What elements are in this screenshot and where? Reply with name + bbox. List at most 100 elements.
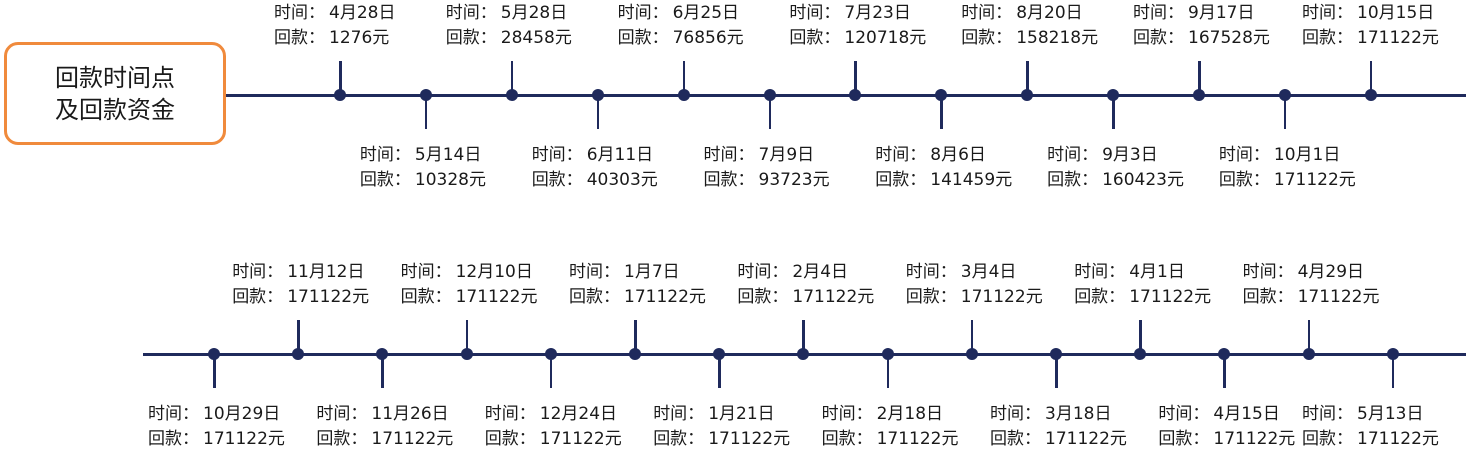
event-tick bbox=[1198, 61, 1201, 95]
event-date: 11月26日 bbox=[371, 404, 449, 424]
event-tick bbox=[424, 95, 428, 129]
event-label: 时间：5月28日回款：28458元 bbox=[446, 1, 606, 51]
time-key: 时间： bbox=[1074, 262, 1126, 282]
event-tick bbox=[465, 320, 469, 354]
event-amount-row: 回款：171122元 bbox=[401, 285, 561, 310]
event-amount: 28458元 bbox=[500, 28, 572, 48]
event-label: 时间：6月25日回款：76856元 bbox=[618, 1, 778, 51]
event-amount-row: 回款：158218元 bbox=[961, 26, 1121, 51]
event-label: 时间：5月14日回款：10328元 bbox=[360, 143, 520, 193]
time-key: 时间： bbox=[484, 404, 536, 424]
event-dot bbox=[460, 348, 473, 360]
event-amount: 171122元 bbox=[1357, 429, 1439, 449]
event-amount: 171122元 bbox=[624, 287, 706, 307]
event-amount: 171122元 bbox=[455, 287, 538, 307]
event-tick bbox=[213, 354, 216, 388]
event-tick bbox=[596, 95, 600, 129]
event-dot bbox=[849, 89, 862, 101]
event-date-row: 时间：5月13日 bbox=[1302, 402, 1462, 427]
time-key: 时间： bbox=[274, 3, 325, 23]
event-dot bbox=[1278, 89, 1291, 101]
event-label: 时间：4月28日回款：1276元 bbox=[274, 1, 434, 51]
event-amount-row: 回款：171122元 bbox=[990, 427, 1150, 452]
event-tick bbox=[854, 61, 857, 95]
event-label: 时间：8月6日回款：141459元 bbox=[875, 143, 1035, 193]
event-date-row: 时间：2月18日 bbox=[822, 402, 982, 427]
amount-key: 回款： bbox=[1133, 28, 1184, 48]
event-tick bbox=[940, 95, 943, 129]
event-date: 2月18日 bbox=[876, 404, 944, 424]
event-dot bbox=[629, 348, 641, 360]
event-dot bbox=[505, 89, 518, 101]
timeline-axis-top bbox=[226, 94, 1466, 97]
event-label: 时间：11月12日回款：171122元 bbox=[232, 260, 392, 310]
event-dot bbox=[419, 89, 432, 101]
event-dot bbox=[292, 348, 305, 360]
event-amount-row: 回款：171122元 bbox=[1243, 285, 1403, 310]
amount-key: 回款： bbox=[445, 28, 497, 48]
event-amount-row: 回款：171122元 bbox=[1219, 168, 1379, 193]
event-date-row: 时间：2月4日 bbox=[737, 260, 897, 285]
event-dot bbox=[797, 348, 810, 360]
event-amount-row: 回款：171122元 bbox=[822, 427, 982, 452]
event-date-row: 时间：4月29日 bbox=[1243, 260, 1403, 285]
event-label: 时间：2月18日回款：171122元 bbox=[822, 402, 982, 452]
event-date-row: 时间：9月3日 bbox=[1047, 143, 1207, 168]
event-label: 时间：3月18日回款：171122元 bbox=[990, 402, 1150, 452]
event-amount-row: 回款：171122元 bbox=[737, 285, 897, 310]
time-key: 时间： bbox=[569, 262, 620, 282]
event-dot bbox=[713, 348, 726, 360]
event-amount: 171122元 bbox=[708, 429, 791, 449]
time-key: 时间： bbox=[905, 262, 957, 282]
amount-key: 回款： bbox=[316, 429, 368, 449]
amount-key: 回款： bbox=[1242, 287, 1294, 307]
event-tick bbox=[886, 354, 890, 388]
event-amount: 171122元 bbox=[876, 429, 959, 449]
event-date: 7月9日 bbox=[758, 145, 815, 165]
amount-key: 回款： bbox=[703, 170, 755, 190]
event-label: 时间：6月11日回款：40303元 bbox=[532, 143, 692, 193]
event-amount: 171122元 bbox=[792, 287, 875, 307]
event-amount-row: 回款：171122元 bbox=[1302, 26, 1462, 51]
amount-key: 回款： bbox=[1074, 287, 1126, 307]
event-amount-row: 回款：171122元 bbox=[906, 285, 1066, 310]
event-date-row: 时间：10月29日 bbox=[148, 402, 308, 427]
event-amount: 171122元 bbox=[1129, 287, 1212, 307]
event-date: 7月23日 bbox=[844, 3, 911, 23]
event-date-row: 时间：11月26日 bbox=[316, 402, 476, 427]
amount-key: 回款： bbox=[961, 28, 1013, 48]
event-date-row: 时间：6月11日 bbox=[532, 143, 692, 168]
event-date: 9月17日 bbox=[1188, 3, 1255, 23]
event-date-row: 时间：8月20日 bbox=[961, 1, 1121, 26]
event-amount: 40303元 bbox=[586, 170, 658, 190]
event-amount: 171122元 bbox=[287, 287, 370, 307]
event-amount-row: 回款：28458元 bbox=[446, 26, 606, 51]
event-tick bbox=[802, 320, 805, 354]
event-date-row: 时间：12月10日 bbox=[401, 260, 561, 285]
time-key: 时间： bbox=[1133, 3, 1184, 23]
event-dot bbox=[763, 89, 776, 101]
event-label: 时间：12月10日回款：171122元 bbox=[401, 260, 561, 310]
time-key: 时间： bbox=[445, 3, 497, 23]
event-date: 3月18日 bbox=[1045, 404, 1112, 424]
event-date-row: 时间：7月23日 bbox=[789, 1, 949, 26]
event-amount-row: 回款：171122元 bbox=[232, 285, 392, 310]
event-date-row: 时间：11月12日 bbox=[232, 260, 392, 285]
time-key: 时间： bbox=[148, 404, 199, 424]
amount-key: 回款： bbox=[569, 287, 620, 307]
event-tick bbox=[1223, 354, 1226, 388]
time-key: 时间： bbox=[875, 145, 927, 165]
event-dot bbox=[1021, 89, 1034, 101]
event-date-row: 时间：1月7日 bbox=[569, 260, 729, 285]
time-key: 时间： bbox=[653, 404, 705, 424]
event-tick bbox=[1055, 354, 1058, 388]
event-tick bbox=[970, 320, 974, 354]
event-label: 时间：5月13日回款：171122元 bbox=[1302, 402, 1462, 452]
event-date: 5月13日 bbox=[1357, 404, 1424, 424]
event-amount: 171122元 bbox=[203, 429, 285, 449]
time-key: 时间： bbox=[1158, 404, 1210, 424]
time-key: 时间： bbox=[316, 404, 368, 424]
time-key: 时间： bbox=[961, 3, 1013, 23]
time-key: 时间： bbox=[359, 145, 411, 165]
event-amount: 93723元 bbox=[758, 170, 830, 190]
